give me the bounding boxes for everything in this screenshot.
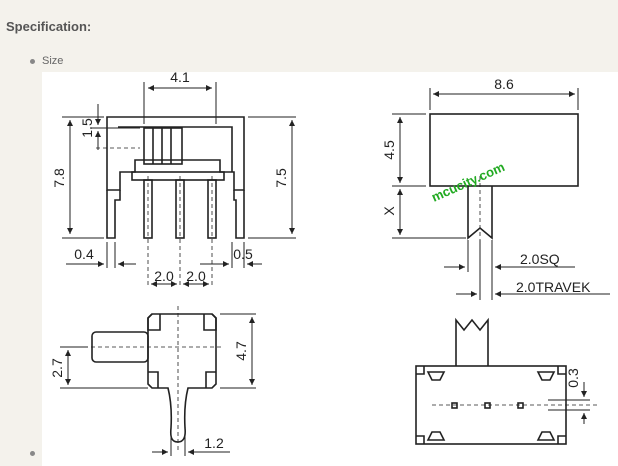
dim-pin-spacing: 0.3	[565, 368, 581, 388]
side-view	[429, 113, 579, 240]
dim-knob-height: 1.5	[79, 118, 95, 138]
dim-bottom-offset: 2.7	[49, 358, 65, 378]
dim-actuator-sq: 2.0SQ	[520, 251, 560, 267]
dim-overall-height: 7.8	[51, 168, 67, 188]
front-centerlines	[96, 147, 213, 286]
bottom-left-centerlines	[84, 306, 224, 452]
dim-case-height: 4.5	[381, 140, 397, 160]
bottom-right-dimension-lines	[548, 382, 590, 424]
dim-bottom-height: 4.7	[233, 341, 249, 361]
dim-body-height: 7.5	[273, 168, 289, 188]
dim-pin-width: 0.4	[74, 246, 94, 262]
list-bullet-bottom	[30, 451, 35, 456]
dim-pitch-a: 2.0	[154, 268, 174, 284]
size-label: Size	[42, 55, 64, 67]
dim-pin-offset: 0.5	[233, 246, 253, 262]
drawing-panel	[42, 72, 618, 466]
dim-top-width: 4.1	[170, 69, 190, 85]
bottom-left-dimension-lines	[60, 313, 256, 456]
bottom-view-right	[415, 317, 567, 445]
front-view	[106, 116, 245, 239]
bottom-view-left	[91, 313, 217, 443]
list-bullet	[30, 59, 35, 64]
spec-title: Specification:	[6, 19, 92, 34]
dim-travel: 2.0TRAVEK	[516, 279, 591, 295]
dim-lead-width: 1.2	[204, 435, 224, 451]
dim-actuator-height: X	[381, 206, 397, 216]
dim-pitch-b: 2.0	[186, 268, 206, 284]
dim-length: 8.6	[494, 76, 514, 92]
front-dimension-lines	[62, 82, 296, 287]
